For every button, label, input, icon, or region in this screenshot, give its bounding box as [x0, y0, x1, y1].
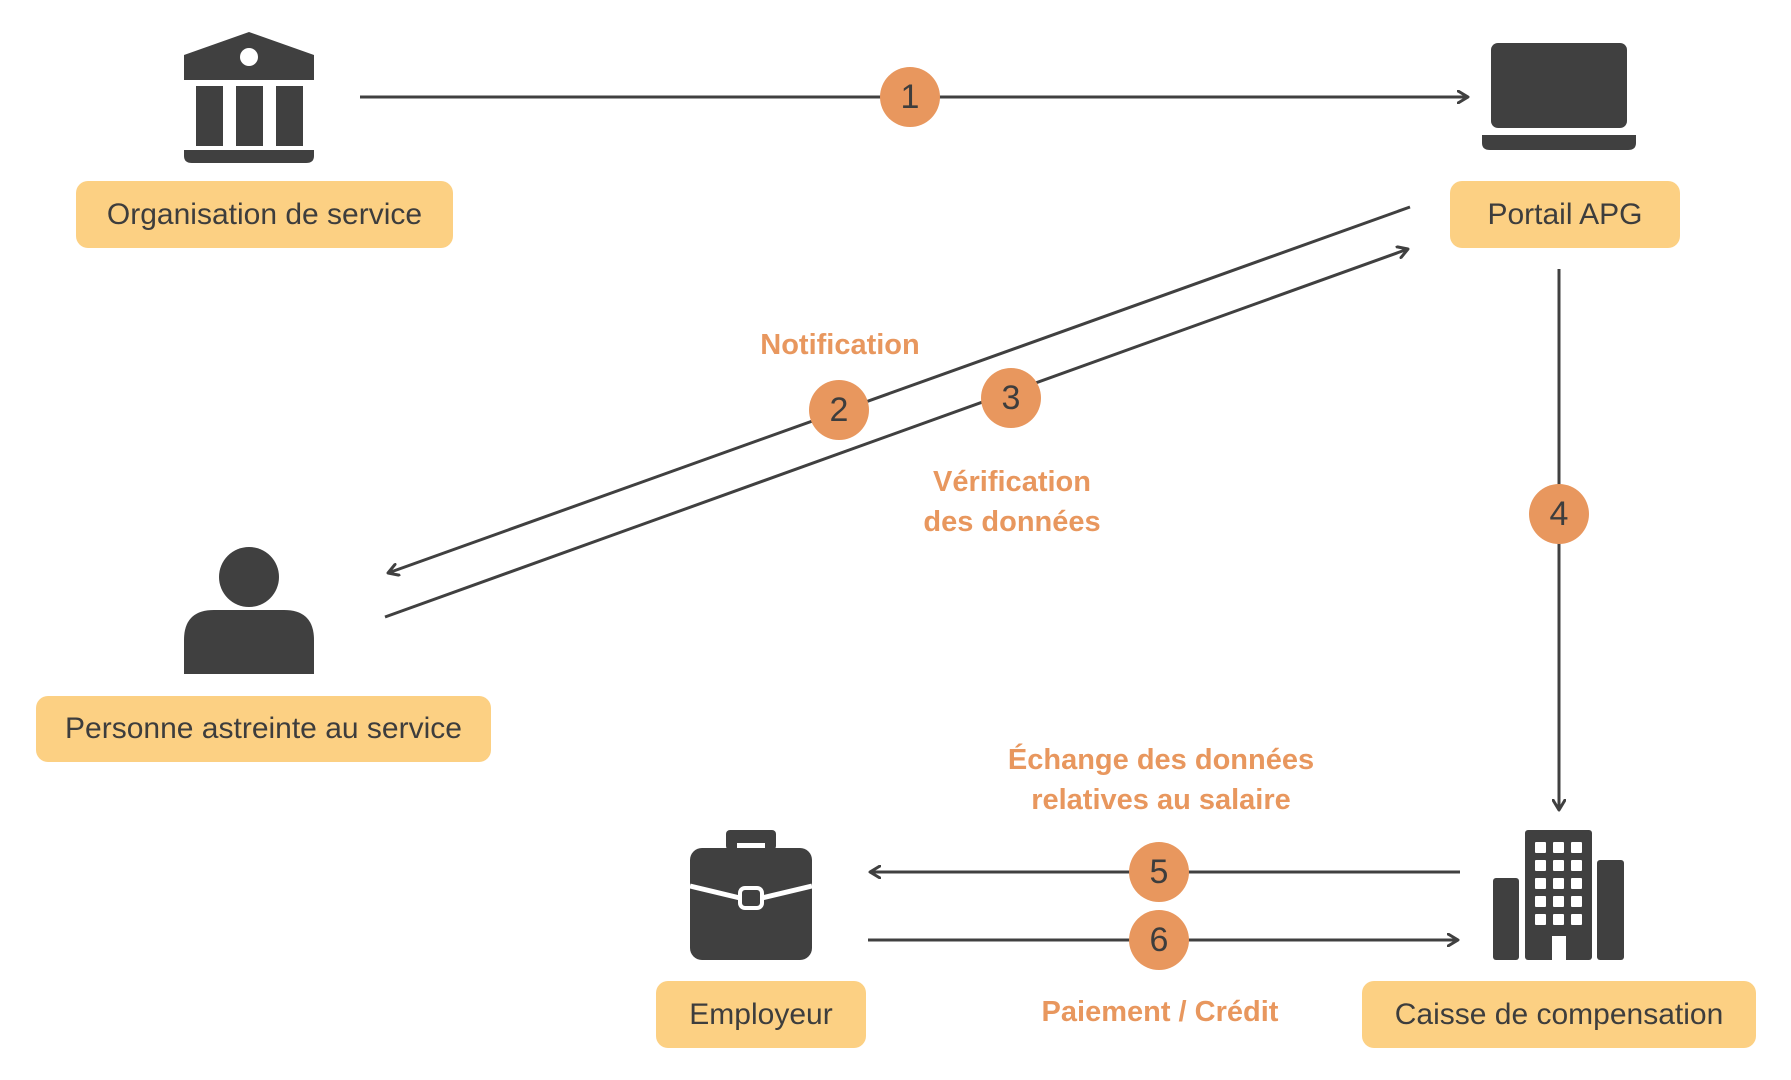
building-window	[1553, 842, 1564, 853]
person-icon	[184, 547, 314, 674]
building-window	[1553, 860, 1564, 871]
building-window	[1571, 878, 1582, 889]
node-portail-apg: Portail APG	[1450, 181, 1680, 248]
building-window	[1571, 842, 1582, 853]
step-number: 2	[829, 390, 849, 429]
bank-icon	[184, 32, 314, 163]
label-echange: Échange des données relatives au salaire	[1008, 740, 1314, 820]
label-echange-line1: Échange des données	[1007, 744, 1315, 776]
node-label: Employeur	[689, 997, 833, 1031]
step-number: 3	[1001, 378, 1021, 417]
building-window	[1535, 914, 1546, 925]
label-verification: Vérification des données	[923, 462, 1100, 542]
step-badge-6: 6	[1129, 910, 1189, 970]
building-window	[1535, 878, 1546, 889]
building-window	[1535, 860, 1546, 871]
label-verification-line1: Vérification	[933, 466, 1091, 498]
arrow-step-3	[384, 249, 1408, 619]
label-paiement-text: Paiement / Crédit	[1041, 996, 1279, 1028]
building-window	[1553, 896, 1564, 907]
node-caisse-de-compensation: Caisse de compensation	[1362, 981, 1756, 1048]
building-window	[1535, 842, 1546, 853]
step-number: 5	[1149, 852, 1169, 891]
building-window	[1571, 860, 1582, 871]
step-badge-4: 4	[1529, 484, 1589, 544]
node-employeur: Employeur	[656, 981, 866, 1048]
step-number: 1	[900, 77, 920, 116]
node-label: Personne astreinte au service	[65, 712, 462, 745]
label-verification-line2: des données	[923, 506, 1101, 538]
building-window	[1535, 896, 1546, 907]
node-label: Caisse de compensation	[1394, 997, 1724, 1031]
node-label: Portail APG	[1487, 197, 1643, 231]
label-echange-line2: relatives au salaire	[1031, 784, 1291, 816]
arrow-step-2	[388, 205, 1411, 573]
building-window	[1553, 914, 1564, 925]
laptop-icon	[1482, 43, 1636, 150]
label-notification: Notification	[760, 325, 920, 365]
building-window	[1571, 896, 1582, 907]
step-badge-2: 2	[809, 380, 869, 440]
node-personne-astreinte: Personne astreinte au service	[36, 696, 491, 762]
step-badge-5: 5	[1129, 842, 1189, 902]
step-number: 6	[1149, 920, 1169, 959]
step-badge-3: 3	[981, 368, 1041, 428]
briefcase-icon	[689, 830, 813, 960]
step-number: 4	[1549, 494, 1569, 533]
step-badge-1: 1	[880, 67, 940, 127]
node-organisation-de-service: Organisation de service	[76, 181, 453, 248]
label-notification-text: Notification	[760, 329, 920, 361]
label-paiement: Paiement / Crédit	[1042, 992, 1279, 1032]
building-window	[1571, 914, 1582, 925]
building-icon	[1493, 830, 1624, 960]
node-label: Organisation de service	[106, 197, 423, 231]
building-window	[1553, 878, 1564, 889]
